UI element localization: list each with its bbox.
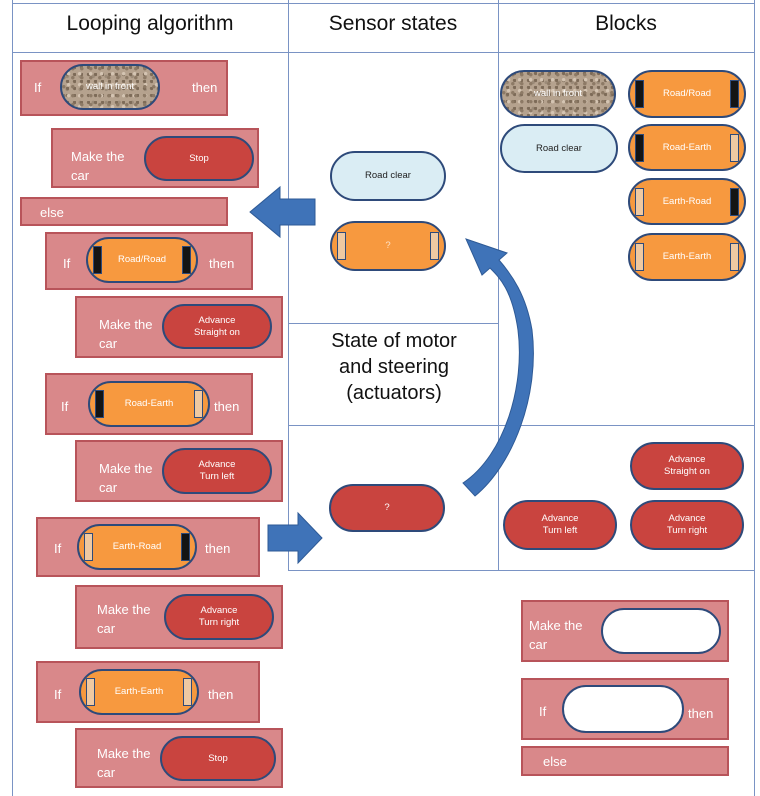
condition-road-earth[interactable]: Road-Earth	[88, 381, 210, 427]
empty-slot[interactable]	[601, 608, 721, 654]
palette-advance-turn-left[interactable]: Advance Turn left	[503, 500, 617, 550]
action-advance-straight-on[interactable]: Advance Straight on	[162, 304, 272, 349]
car-label: car	[529, 637, 548, 652]
else-label: else	[543, 754, 567, 769]
grid-line	[498, 0, 499, 570]
sensor-state-unknown[interactable]: ?	[330, 221, 446, 271]
else-label: else	[40, 205, 64, 220]
if-label: If	[539, 704, 547, 719]
condition-earth-earth[interactable]: Earth-Earth	[79, 669, 199, 715]
grid-line	[288, 0, 289, 570]
palette-earth-earth[interactable]: Earth-Earth	[628, 233, 746, 281]
if-label: If	[63, 256, 71, 271]
grid-line	[288, 570, 754, 571]
right-arrow-icon	[267, 511, 323, 565]
make-the-label: Make the	[99, 317, 153, 332]
earth-wheel-icon	[86, 678, 95, 706]
car-label: car	[97, 765, 116, 780]
action-advance-turn-left[interactable]: Advance Turn left	[162, 448, 272, 494]
earth-wheel-icon	[84, 533, 93, 561]
action-stop[interactable]: Stop	[160, 736, 276, 781]
condition-wall-in-front[interactable]: wall in front	[60, 64, 160, 110]
header-sensor-states: Sensor states	[328, 12, 458, 35]
earth-wheel-icon	[183, 678, 192, 706]
condition-earth-road[interactable]: Earth-Road	[77, 524, 197, 570]
earth-wheel-icon	[635, 243, 644, 271]
grid-line	[288, 323, 498, 324]
palette-road-clear[interactable]: Road clear	[500, 124, 618, 173]
condition-road-road[interactable]: Road/Road	[86, 237, 198, 283]
car-label: car	[99, 480, 118, 495]
palette-else-block[interactable]: else	[521, 746, 729, 776]
earth-wheel-icon	[337, 232, 346, 260]
earth-wheel-icon	[730, 133, 739, 162]
car-label: car	[71, 168, 90, 183]
then-label: then	[205, 541, 231, 556]
actuators-label: State of motor and steering (actuators)	[331, 330, 457, 404]
road-wheel-icon	[95, 390, 104, 418]
car-label: car	[97, 621, 116, 636]
header-blocks: Blocks	[595, 12, 657, 35]
road-wheel-icon	[93, 246, 102, 274]
make-the-label: Make the	[97, 746, 151, 761]
then-label: then	[214, 399, 240, 414]
header-looping-algorithm: Looping algorithm	[66, 12, 234, 35]
road-wheel-icon	[730, 187, 739, 216]
earth-wheel-icon	[194, 390, 203, 418]
earth-wheel-icon	[430, 232, 439, 260]
grid-line	[12, 52, 754, 53]
make-the-label: Make the	[529, 618, 583, 633]
earth-wheel-icon	[635, 187, 644, 216]
palette-advance-turn-right[interactable]: Advance Turn right	[630, 500, 744, 550]
make-the-label: Make the	[99, 461, 153, 476]
then-label: then	[208, 687, 234, 702]
then-label: then	[192, 80, 218, 95]
road-wheel-icon	[635, 133, 644, 162]
if-label: If	[61, 399, 69, 414]
grid-line	[12, 0, 13, 796]
if-label: If	[54, 541, 62, 556]
sensor-road-clear[interactable]: Road clear	[330, 151, 446, 201]
road-wheel-icon	[635, 80, 644, 108]
left-arrow-icon	[249, 185, 316, 239]
palette-road-road[interactable]: Road/Road	[628, 70, 746, 118]
earth-wheel-icon	[730, 243, 739, 271]
then-label: then	[209, 256, 235, 271]
car-label: car	[99, 336, 118, 351]
grid-line	[288, 425, 754, 426]
if-label: If	[54, 687, 62, 702]
palette-road-earth[interactable]: Road-Earth	[628, 124, 746, 171]
empty-slot[interactable]	[562, 685, 684, 733]
make-the-label: Make the	[97, 602, 151, 617]
action-stop[interactable]: Stop	[144, 136, 254, 181]
road-wheel-icon	[730, 80, 739, 108]
then-label: then	[688, 706, 714, 721]
palette-advance-straight-on[interactable]: Advance Straight on	[630, 442, 744, 490]
action-advance-turn-right[interactable]: Advance Turn right	[164, 594, 274, 640]
road-wheel-icon	[181, 533, 190, 561]
else-block[interactable]: else	[20, 197, 228, 226]
grid-line	[754, 0, 755, 796]
palette-earth-road[interactable]: Earth-Road	[628, 178, 746, 225]
if-label: If	[34, 80, 42, 95]
palette-wall-in-front[interactable]: wall in front	[500, 70, 616, 118]
motor-state-unknown[interactable]: ?	[329, 484, 445, 532]
make-the-label: Make the	[71, 149, 125, 164]
grid-line	[12, 3, 754, 4]
road-wheel-icon	[182, 246, 191, 274]
